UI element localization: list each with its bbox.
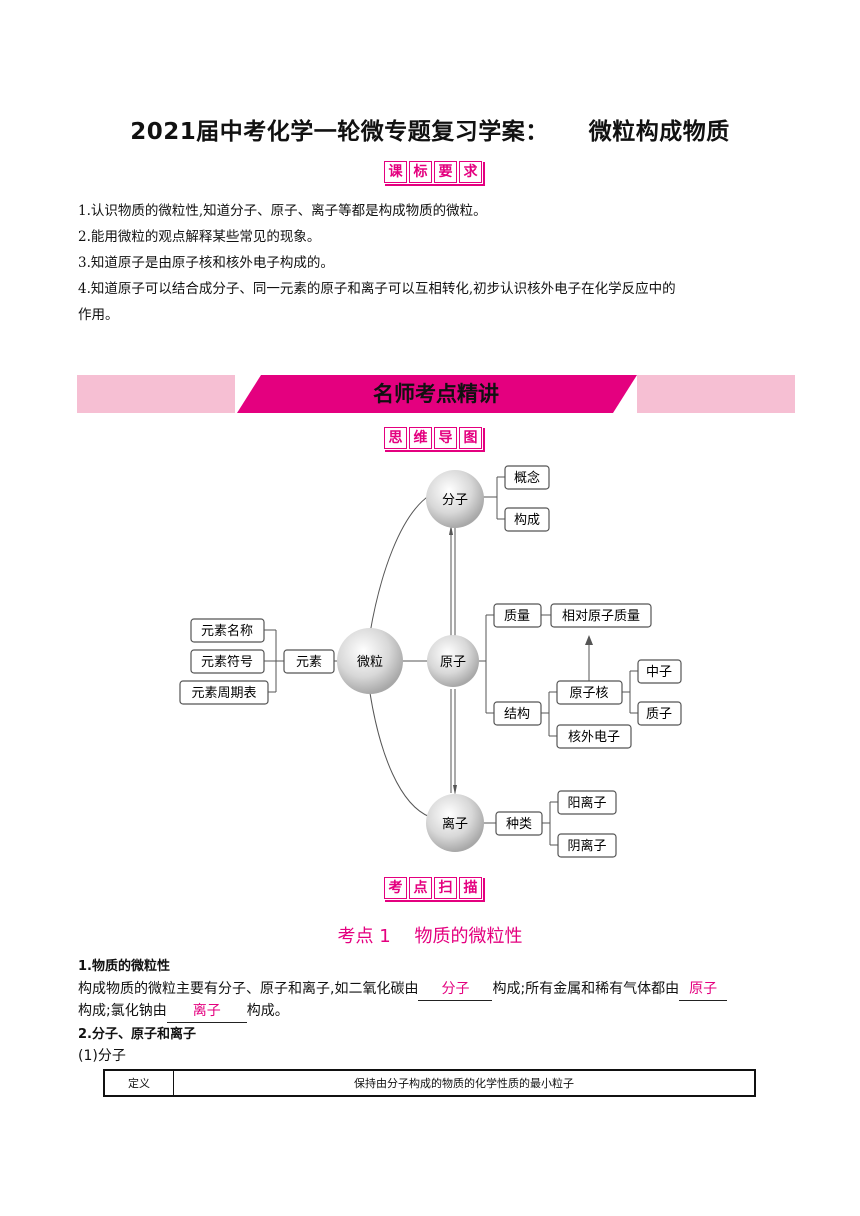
- requirement-item: 作用。: [78, 307, 119, 323]
- ion-type-label: 种类: [506, 817, 532, 832]
- structure-label: 结构: [504, 707, 530, 722]
- periodic-table-label: 元素周期表: [191, 686, 256, 701]
- banner-middle-band: [237, 375, 637, 413]
- proton-label: 质子: [646, 707, 672, 722]
- box-periodic-table: [179, 680, 269, 705]
- cation-label: 阳离子: [567, 795, 606, 811]
- answer-blank: 原子: [679, 978, 728, 1001]
- nucleus-label: 原子核: [569, 686, 608, 701]
- mindmap-diagram: 分子 微粒 原子 离子 概念 构成 元素名称 元素符号 元素周期表 元素 质量 …: [179, 465, 682, 858]
- table-cell-value: 保持由分子构成的物质的化学性质的最小粒子: [173, 1069, 756, 1097]
- subsection-heading: (1)分子: [78, 1048, 126, 1064]
- box-neutron: [637, 659, 682, 684]
- banner-left-band: [77, 375, 235, 413]
- box-concept: [504, 465, 550, 490]
- element-label: 元素: [296, 655, 322, 670]
- label-char: 图: [459, 427, 482, 449]
- center-ball: [337, 628, 403, 694]
- label-char: 思: [384, 427, 407, 449]
- mass-label: 质量: [504, 609, 530, 624]
- neutron-label: 中子: [646, 665, 672, 680]
- arrowhead: [585, 635, 593, 645]
- box-nucleus: [556, 680, 623, 705]
- banner-title: 名师考点精讲: [373, 382, 499, 406]
- banner-right-band: [637, 375, 795, 413]
- label-char: 描: [459, 877, 482, 899]
- answer-blank: 分子: [418, 978, 493, 1001]
- box-element-name: [190, 618, 265, 643]
- concept-label: 概念: [514, 470, 540, 486]
- relative-mass-label: 相对原子质量: [562, 609, 640, 624]
- box-relative-mass: [550, 603, 652, 628]
- box-element: [283, 649, 335, 674]
- box-mass: [493, 603, 542, 628]
- table-row: 定义 保持由分子构成的物质的化学性质的最小粒子: [103, 1069, 756, 1097]
- requirement-item: 4.知道原子可以结合成分子、同一元素的原子和离子可以互相转化,初步认识核外电子在…: [78, 281, 676, 297]
- section-banner: 名师考点精讲: [77, 375, 795, 413]
- text-span: 构成物质的微粒主要有分子、原子和离子,如二氧化碳由: [78, 981, 419, 997]
- label-char: 点: [409, 877, 432, 899]
- ion-node: 离子: [442, 816, 468, 832]
- box-composition: [504, 507, 550, 532]
- box-proton: [637, 701, 682, 726]
- element-name-label: 元素名称: [201, 623, 253, 639]
- page-title: 2021届中考化学一轮微专题复习学案： 微粒构成物质: [0, 112, 860, 146]
- label-char: 要: [434, 161, 457, 183]
- section-heading: 1.物质的微粒性: [78, 959, 170, 974]
- paragraph-line: 构成物质的微粒主要有分子、原子和离子,如二氧化碳由分子构成;所有金属和稀有气体都…: [78, 978, 728, 1001]
- box-structure: [493, 701, 542, 726]
- atom-node: 原子: [440, 655, 466, 670]
- requirement-item: 2.能用微粒的观点解释某些常见的现象。: [78, 229, 321, 245]
- atom-ball: [427, 635, 479, 687]
- label-char: 求: [459, 161, 482, 183]
- connector: [369, 494, 431, 634]
- section-label-mindmap: 思 维 导 图: [383, 426, 483, 450]
- section-label-standards: 课 标 要 求: [383, 160, 483, 184]
- table-cell-label: 定义: [103, 1069, 174, 1097]
- definition-table: 定义 保持由分子构成的物质的化学性质的最小粒子: [103, 1069, 756, 1097]
- label-char: 导: [434, 427, 457, 449]
- title-main: 2021届中考化学一轮微专题复习学案：: [130, 119, 549, 145]
- paragraph-line: 构成;氯化钠由离子构成。: [78, 1000, 289, 1023]
- box-cation: [557, 790, 617, 815]
- label-char: 维: [409, 427, 432, 449]
- box-element-symbol: [190, 649, 265, 674]
- arrowhead: [453, 785, 457, 795]
- element-symbol-label: 元素符号: [201, 654, 253, 670]
- center-node: 微粒: [357, 655, 383, 670]
- molecule-node: 分子: [442, 493, 468, 508]
- connector: [369, 692, 431, 818]
- text-span: 构成;所有金属和稀有气体都由: [492, 981, 680, 997]
- text-span: 构成;氯化钠由: [78, 1003, 167, 1019]
- text-span: 构成。: [246, 1003, 289, 1019]
- label-char: 标: [409, 161, 432, 183]
- ion-ball: [426, 794, 484, 852]
- composition-label: 构成: [514, 513, 540, 528]
- anion-label: 阴离子: [567, 838, 606, 854]
- molecule-ball: [426, 470, 484, 528]
- arrowhead: [449, 525, 453, 535]
- box-ion-type: [495, 811, 543, 836]
- requirement-list: 1.认识物质的微粒性,知道分子、原子、离子等都是构成物质的微粒。 2.能用微粒的…: [78, 198, 676, 328]
- electron-label: 核外电子: [568, 730, 620, 745]
- box-anion: [557, 833, 617, 858]
- requirement-item: 1.认识物质的微粒性,知道分子、原子、离子等都是构成物质的微粒。: [78, 203, 487, 219]
- box-electron: [556, 724, 632, 749]
- section-heading: 2.分子、原子和离子: [78, 1027, 196, 1042]
- label-char: 考: [384, 877, 407, 899]
- answer-blank: 离子: [166, 1000, 247, 1023]
- section-label-scan: 考 点 扫 描: [383, 876, 483, 900]
- point-title: 考点 1 物质的微粒性: [337, 926, 523, 947]
- title-sub: 微粒构成物质: [588, 119, 730, 145]
- label-char: 扫: [434, 877, 457, 899]
- requirement-item: 3.知道原子是由原子核和核外电子构成的。: [78, 255, 334, 271]
- label-char: 课: [384, 161, 407, 183]
